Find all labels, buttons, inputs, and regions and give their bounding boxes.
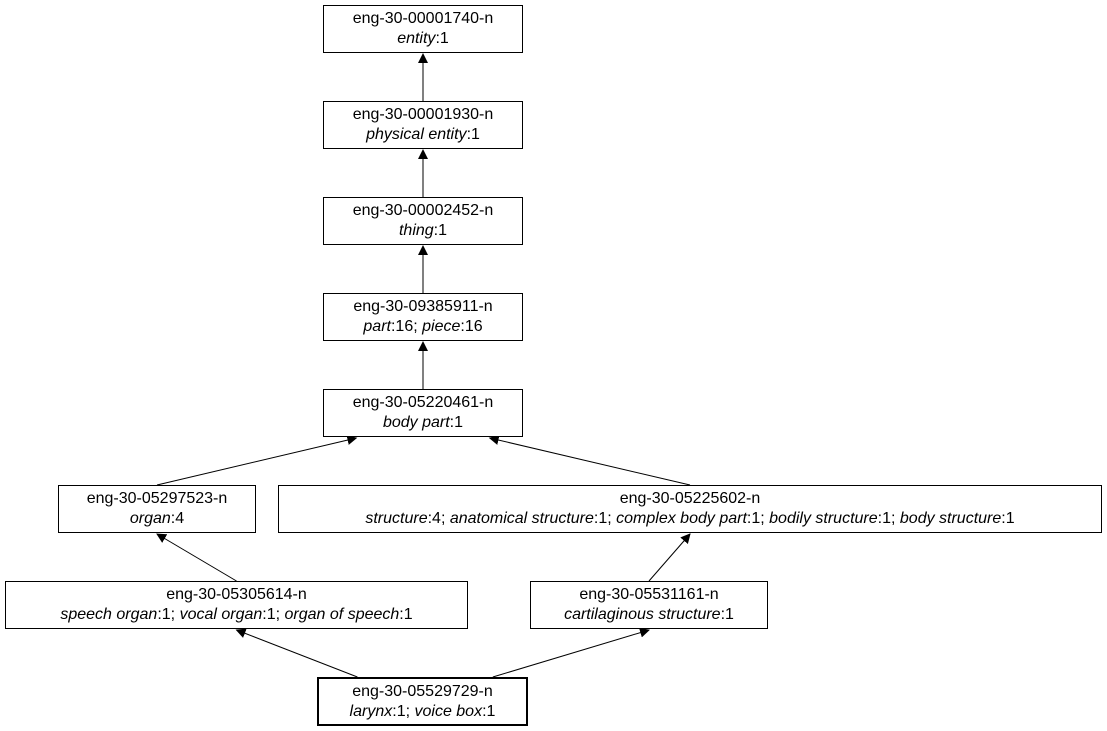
lemma-sense: 4: [432, 510, 441, 527]
synset-node-physical-entity[interactable]: eng-30-00001930-n physical entity:1: [323, 101, 523, 149]
lemma-word: piece: [422, 318, 461, 335]
synset-node-part[interactable]: eng-30-09385911-n part:16; piece:16: [323, 293, 523, 341]
synset-id: eng-30-09385911-n: [353, 298, 493, 315]
lemma-word: anatomical structure: [449, 510, 594, 527]
lemma-sense: 1: [751, 510, 761, 527]
synset-id: eng-30-00001740-n: [352, 10, 494, 27]
edge-organ-to-body-part: [156, 435, 358, 486]
synset-node-body-part[interactable]: eng-30-05220461-n body part:1: [323, 389, 523, 437]
synset-node-structure[interactable]: eng-30-05225602-n structure:4; anatomica…: [278, 485, 1102, 533]
lemma-sense: 1: [1005, 510, 1015, 527]
synset-lemmas: speech organ:1; vocal organ:1; organ of …: [60, 606, 413, 623]
synset-id: eng-30-05220461-n: [352, 394, 494, 411]
synset-id: eng-30-05531161-n: [579, 586, 719, 603]
lemma-word: larynx: [349, 702, 393, 720]
synset-lemmas: thing:1: [398, 222, 448, 239]
lemma-word: complex body part: [616, 510, 747, 527]
synset-id: eng-30-05305614-n: [166, 586, 307, 603]
synset-id: eng-30-05225602-n: [619, 490, 761, 507]
synset-id: eng-30-05297523-n: [86, 490, 228, 507]
lemma-sense: 1: [486, 702, 496, 720]
synset-lemmas: organ:4: [129, 510, 185, 527]
lemma-word: body part: [382, 414, 450, 431]
lemma-word: vocal organ: [179, 606, 263, 623]
synset-id: eng-30-00001930-n: [352, 106, 494, 123]
lemma-word: body structure: [899, 510, 1002, 527]
synset-lemmas: part:16; piece:16: [363, 318, 483, 335]
lemma-sense: 1: [454, 414, 464, 431]
edge-speech-organ-to-organ: [156, 533, 237, 582]
lemma-sense: 1: [471, 126, 480, 143]
lemma-word: bodily structure: [769, 510, 878, 527]
lemma-word: speech organ: [60, 606, 158, 623]
synset-id: eng-30-00002452-n: [352, 202, 494, 219]
lemma-word: physical entity: [366, 126, 467, 143]
lemma-sense: 16: [464, 318, 483, 335]
synset-lemmas: physical entity:1: [366, 126, 480, 143]
lemma-sense: 1: [396, 702, 406, 720]
lemma-sense: 1: [266, 606, 276, 623]
lemma-word: voice box: [414, 702, 483, 720]
synset-lemmas: cartilaginous structure:1: [564, 606, 734, 623]
edge-larynx-to-speech-organ: [235, 628, 358, 678]
synset-node-entity[interactable]: eng-30-00001740-n entity:1: [323, 5, 523, 53]
synset-id: eng-30-05529729-n: [352, 682, 493, 700]
synset-lemmas: body part:1: [382, 414, 464, 431]
lemma-sense: 1: [725, 606, 734, 623]
lemma-word: organ of speech: [284, 606, 400, 623]
lemma-sense: 1: [439, 30, 449, 47]
lemma-word: thing: [398, 222, 434, 239]
lemma-sense: 1: [403, 606, 413, 623]
lemma-word: entity: [397, 30, 436, 47]
lemma-word: organ: [129, 510, 171, 527]
synset-lemmas: larynx:1; voice box:1: [349, 702, 496, 720]
lemma-sense: 1: [598, 510, 608, 527]
synset-lemmas: entity:1: [397, 30, 449, 47]
synset-node-larynx[interactable]: eng-30-05529729-n larynx:1; voice box:1: [317, 677, 528, 726]
edge-structure-to-body-part: [488, 435, 691, 486]
lemma-word: part: [363, 318, 391, 335]
lemma-sense: 16: [395, 318, 414, 335]
lemma-sense: 1: [161, 606, 171, 623]
lemma-sense: 4: [175, 510, 185, 527]
synset-node-speech-organ[interactable]: eng-30-05305614-n speech organ:1; vocal …: [5, 581, 468, 629]
lemma-word: cartilaginous structure: [564, 606, 721, 623]
synset-node-cartilaginous-structure[interactable]: eng-30-05531161-n cartilaginous structur…: [530, 581, 768, 629]
synset-lemmas: structure:4; anatomical structure:1; com…: [365, 510, 1015, 527]
lemma-word: structure: [365, 510, 428, 527]
edge-cartilaginous-structure-to-structure: [648, 533, 691, 582]
synset-node-organ[interactable]: eng-30-05297523-n organ:4: [58, 485, 256, 533]
edge-larynx-to-cartilaginous-structure: [492, 627, 650, 678]
lemma-sense: 1: [438, 222, 448, 239]
lemma-sense: 1: [882, 510, 891, 527]
synset-node-thing[interactable]: eng-30-00002452-n thing:1: [323, 197, 523, 245]
